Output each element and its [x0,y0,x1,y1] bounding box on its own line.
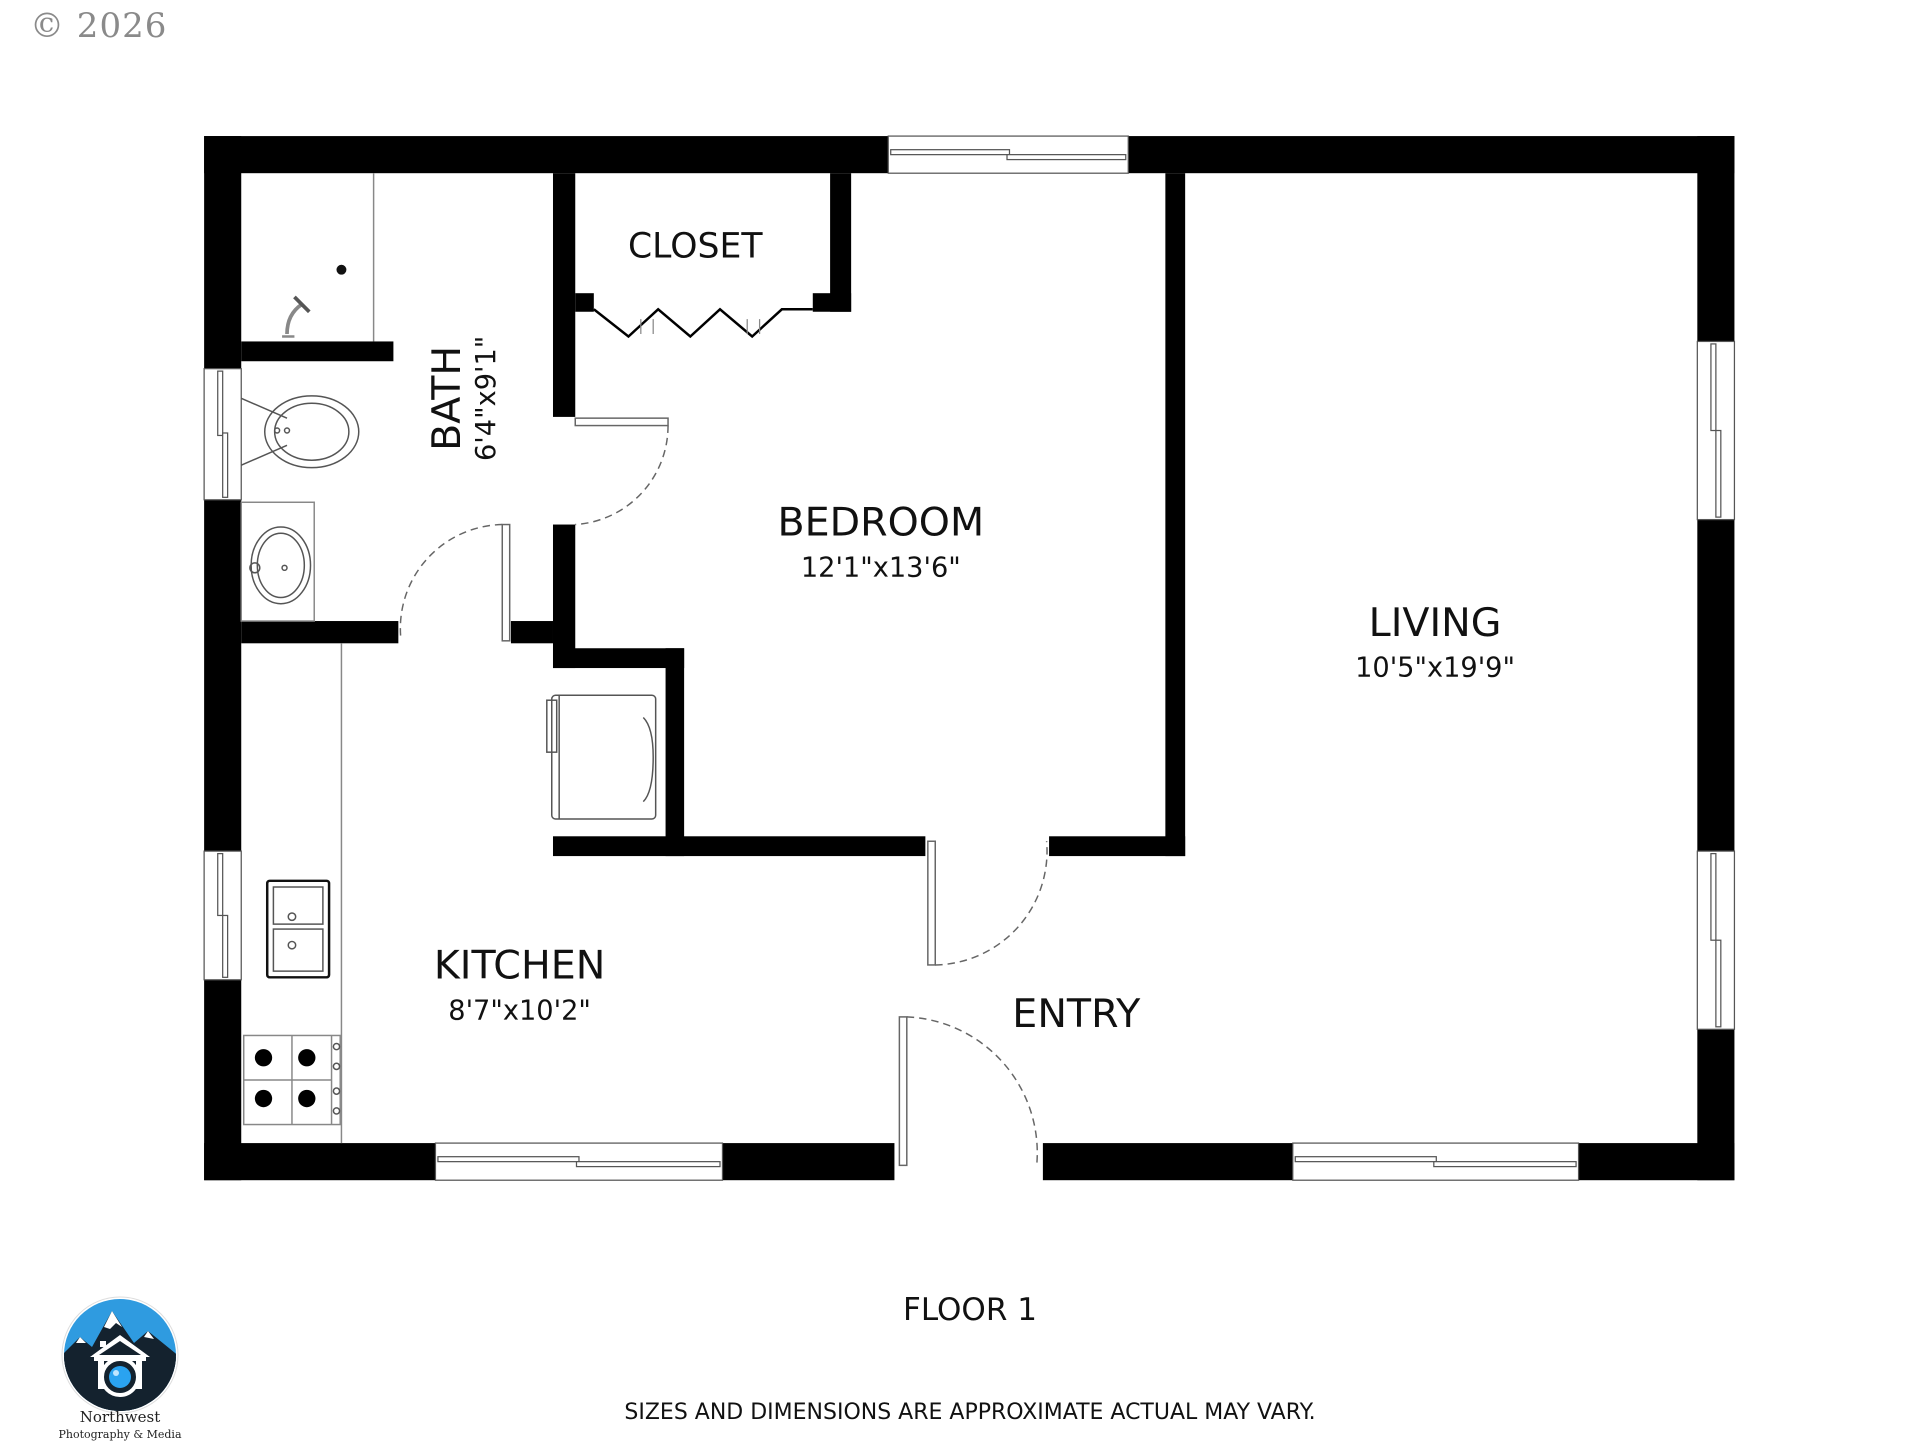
copyright-notice: © 2026 [30,6,168,46]
room-dims-kitchen: 8'7"x10'2" [448,995,591,1026]
walls [204,136,1735,1181]
window-bottom-living [1292,1142,1580,1181]
room-label-bath: BATH [424,346,470,451]
closet-bifold-doors [593,307,813,339]
door-front-entry [898,1016,1038,1167]
dimensions-disclaimer: SIZES AND DIMENSIONS ARE APPROXIMATE ACT… [624,1400,1316,1425]
floor-title: FLOOR 1 [903,1292,1037,1328]
door-bath-bedroom [574,417,669,526]
windows [203,135,1736,1181]
washer-dryer-icon [546,694,657,820]
room-label-kitchen: KITCHEN [434,943,606,989]
room-dims-bedroom: 12'1"x13'6" [801,552,961,583]
doors [399,307,1048,1167]
door-bedroom-hall [927,840,1048,966]
room-label-closet: CLOSET [628,226,763,266]
window-left-kitchen [203,850,242,981]
camera-lens-icon [100,1357,140,1397]
window-top-bedroom [887,135,1129,174]
window-left-bath [203,368,242,501]
room-label-entry: ENTRY [1012,991,1141,1037]
shower-icon [282,173,375,342]
room-labels: CLOSET BATH 6'4"x9'1" BEDROOM 12'1"x13'6… [424,226,1515,1036]
room-label-bedroom: BEDROOM [778,500,985,546]
room-label-living: LIVING [1369,600,1502,646]
room-dims-living: 10'5"x19'9" [1355,653,1515,684]
bathroom-sink-icon [240,501,315,622]
logo-tagline: Photography & Media [58,1428,182,1441]
window-right-lower [1696,850,1736,1030]
stove-icon [242,1034,341,1126]
company-logo [61,1296,179,1414]
window-right-upper [1696,340,1736,521]
house-roof-icon [90,1335,150,1357]
window-bottom-kitchen [434,1142,724,1181]
toilet-icon [240,395,360,469]
room-dims-bath: 6'4"x9'1" [471,336,502,461]
fixtures [240,173,657,1144]
kitchen-sink-icon [265,879,331,979]
door-bath-hall [399,523,511,642]
logo-company-name: Northwest [79,1408,161,1426]
